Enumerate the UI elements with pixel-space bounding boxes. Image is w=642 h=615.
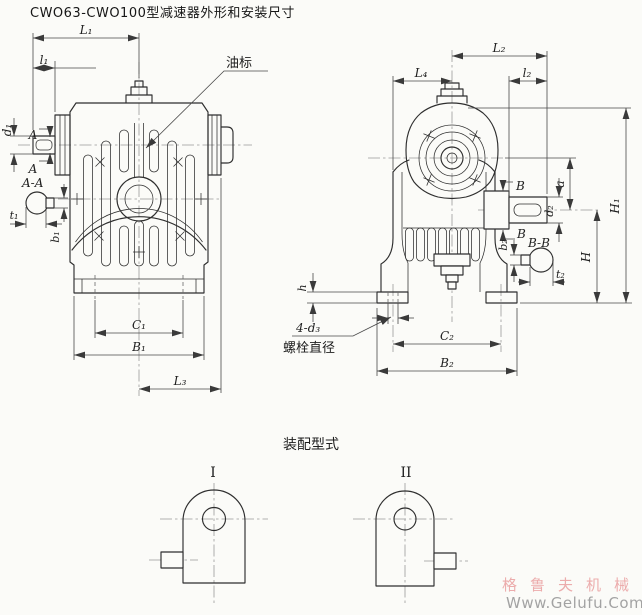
watermark-brand: 格鲁夫机械 — [502, 576, 642, 594]
bearing-cover-screws — [423, 130, 481, 186]
variant-2-label: II — [400, 465, 411, 481]
dim-t1: t₁ — [10, 209, 19, 222]
drain-plug — [433, 253, 471, 290]
shaft-section-circle — [25, 191, 49, 215]
input-shaft-boss — [32, 114, 71, 176]
rear-boss — [207, 114, 234, 176]
section-B-B: B-B — [520, 236, 554, 273]
watermark: 格鲁夫机械 Www.Gelufu.Com — [502, 576, 642, 612]
output-shaft-keyway — [513, 203, 542, 217]
dim-L1: L₁ — [79, 23, 93, 37]
dim-b2: b₂ — [497, 239, 510, 250]
dim-l1: l₁ — [40, 53, 49, 67]
cut-marks-A: A A — [28, 126, 54, 176]
assembly-variant-2: II — [353, 465, 468, 606]
variant-1-label: I — [210, 465, 216, 481]
dim-d1: d₁ — [0, 124, 14, 137]
dim-H: H — [579, 251, 593, 263]
casting-marks — [71, 157, 207, 258]
dim-t2: t₂ — [556, 268, 565, 281]
side-dimensions: L₂ L₄ l₂ a d₂ H H₁ — [296, 41, 632, 376]
bolt-note-top: 4-d₃ — [295, 321, 320, 335]
page-title: CWO63-CWO100型减速器外形和安装尺寸 — [30, 6, 295, 21]
dim-L3: L₃ — [173, 374, 187, 388]
feet-brackets — [376, 159, 518, 304]
output-key-section — [520, 254, 531, 266]
front-housing — [32, 80, 234, 299]
dim-L2: L₂ — [492, 41, 506, 55]
dim-l2: l₂ — [523, 66, 532, 80]
cut-letter-b-top: B — [515, 179, 525, 193]
assembly-variants: 装配型式 I II — [149, 437, 468, 606]
output-shaft — [483, 190, 548, 230]
input-shaft-keyway — [35, 139, 53, 151]
watermark-site: Www.Gelufu.Com — [506, 594, 642, 612]
front-view: A-A A A L₁ l₁ — [0, 23, 268, 396]
variant-2-hole — [393, 507, 417, 531]
output-bore-outer — [116, 176, 162, 222]
dim-H1: H₁ — [608, 198, 622, 214]
variant-1-shaft-stub — [160, 551, 184, 569]
assembly-variant-1: I — [149, 465, 268, 606]
section-b-b-label: B-B — [527, 236, 550, 250]
cut-letter-a-top: A — [28, 128, 38, 142]
side-view: B B B-B L₂ L₄ l₂ a — [283, 41, 632, 376]
dim-d2: d₂ — [543, 205, 556, 216]
dim-C1: C₁ — [132, 318, 146, 332]
worm-shaft-stub — [436, 82, 468, 104]
cooling-fins — [83, 123, 195, 267]
dim-b1: b₁ — [49, 231, 62, 242]
cut-letter-a-bottom: A — [28, 162, 38, 176]
bolt-note-bottom: 螺栓直径 — [283, 341, 335, 356]
dim-B2: B₂ — [439, 356, 454, 370]
key-section — [45, 197, 55, 209]
section-A-A: A-A — [21, 176, 55, 215]
bolt-diameter-note: 4-d₃ 螺栓直径 — [283, 316, 392, 356]
variant-2-shaft-stub — [433, 552, 457, 570]
assembly-heading: 装配型式 — [283, 437, 339, 453]
dim-a: a — [553, 180, 567, 187]
output-bore-inner — [124, 184, 154, 214]
dim-B1: B₁ — [131, 340, 146, 354]
breather-cap — [125, 80, 153, 104]
section-a-a-label: A-A — [21, 176, 44, 190]
output-section-circle — [528, 247, 554, 273]
front-dimensions: L₁ l₁ d₁ t₁ b₁ — [0, 23, 222, 393]
oil-gauge-callout: 油标 — [145, 56, 268, 149]
variant-1-hole — [201, 506, 227, 532]
side-housing — [376, 82, 548, 304]
oil-gauge-label: 油标 — [226, 56, 252, 71]
cut-letter-b-bottom: B — [516, 227, 526, 241]
dim-h: h — [296, 284, 309, 291]
dim-L4: L₄ — [414, 66, 428, 80]
cut-marks-B: B B — [499, 179, 526, 241]
dim-C2: C₂ — [440, 329, 454, 343]
